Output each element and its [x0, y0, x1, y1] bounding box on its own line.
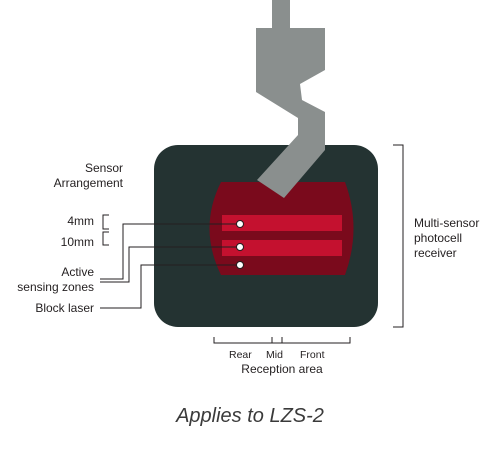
active-zones-line1: Active: [61, 265, 94, 279]
sensor-strip-10mm: [222, 240, 342, 256]
receiver-line3: receiver: [414, 246, 457, 260]
active-zones-label: Active sensing zones: [10, 265, 94, 295]
active-zone-line-1: [100, 223, 240, 280]
active-zone-dot-2: [236, 243, 244, 251]
active-zone-dot-1: [236, 220, 244, 228]
block-laser-line: [100, 264, 240, 309]
zone-10mm-label: 10mm: [60, 235, 94, 249]
rear-label: Rear: [229, 349, 252, 361]
front-label: Front: [300, 349, 325, 361]
zone-bracket: [102, 214, 109, 230]
active-zones-line2: sensing zones: [17, 280, 94, 294]
mid-label: Mid: [266, 349, 283, 361]
receiver-label: Multi-sensor photocell receiver: [414, 216, 479, 261]
block-laser-label: Block laser: [35, 301, 94, 315]
receiver-line2: photocell: [414, 231, 463, 245]
caption: Applies to LZS-2: [176, 405, 324, 427]
sensor-arrangement-line2: Arrangement: [53, 176, 123, 190]
sensor-strip-4mm: [222, 215, 342, 231]
receiver-line1: Multi-sensor: [414, 216, 480, 230]
zone-bracket-10mm: [102, 231, 109, 246]
block-laser-dot: [236, 261, 244, 269]
sensor-arrangement-label: Sensor Arrangement: [50, 161, 123, 191]
receiver-bracket: [393, 144, 404, 328]
zone-4mm-label: 4mm: [67, 214, 94, 228]
active-zone-line-2: [100, 246, 240, 283]
laser-beam: [256, 0, 325, 198]
sensor-arrangement-line1: Sensor: [84, 161, 123, 175]
reception-area-label: Reception area: [241, 362, 323, 376]
leader-lines: [100, 144, 404, 344]
